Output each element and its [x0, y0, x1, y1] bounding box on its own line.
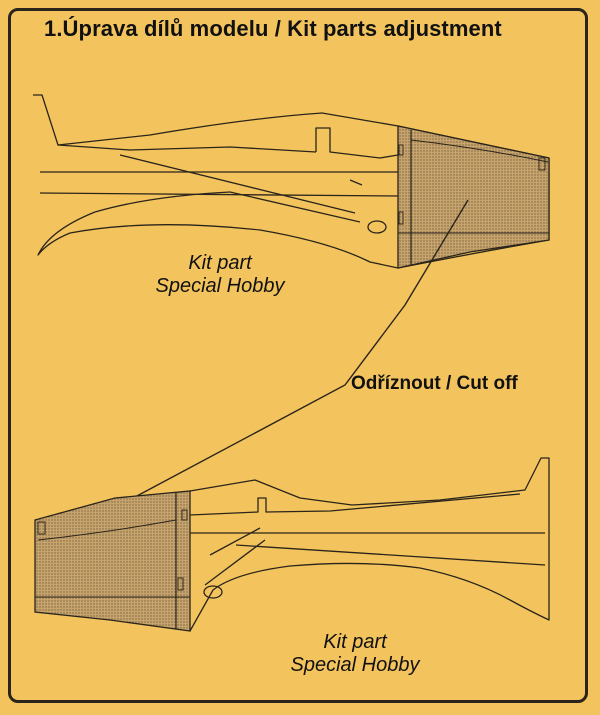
top-part-label-line2: Special Hobby: [155, 275, 285, 297]
bottom-cut-section: [34, 490, 191, 632]
bottom-fuselage-part: [189, 457, 550, 632]
top-fuselage-part: [33, 94, 550, 269]
bottom-part-label-line2: Special Hobby: [290, 654, 420, 676]
bottom-part-label: Kit part Special Hobby: [275, 631, 435, 677]
page-frame: [8, 8, 588, 703]
bottom-part-label-line1: Kit part: [323, 631, 387, 653]
cut-off-leader-line: [134, 199, 469, 498]
top-cut-section: [397, 125, 550, 269]
page-title: 1.Úprava dílů modelu / Kit parts adjustm…: [44, 16, 502, 41]
top-part-label-line1: Kit part: [188, 252, 252, 274]
top-part-label: Kit part Special Hobby: [140, 252, 300, 298]
cut-off-label: Odříznout / Cut off: [351, 373, 518, 394]
